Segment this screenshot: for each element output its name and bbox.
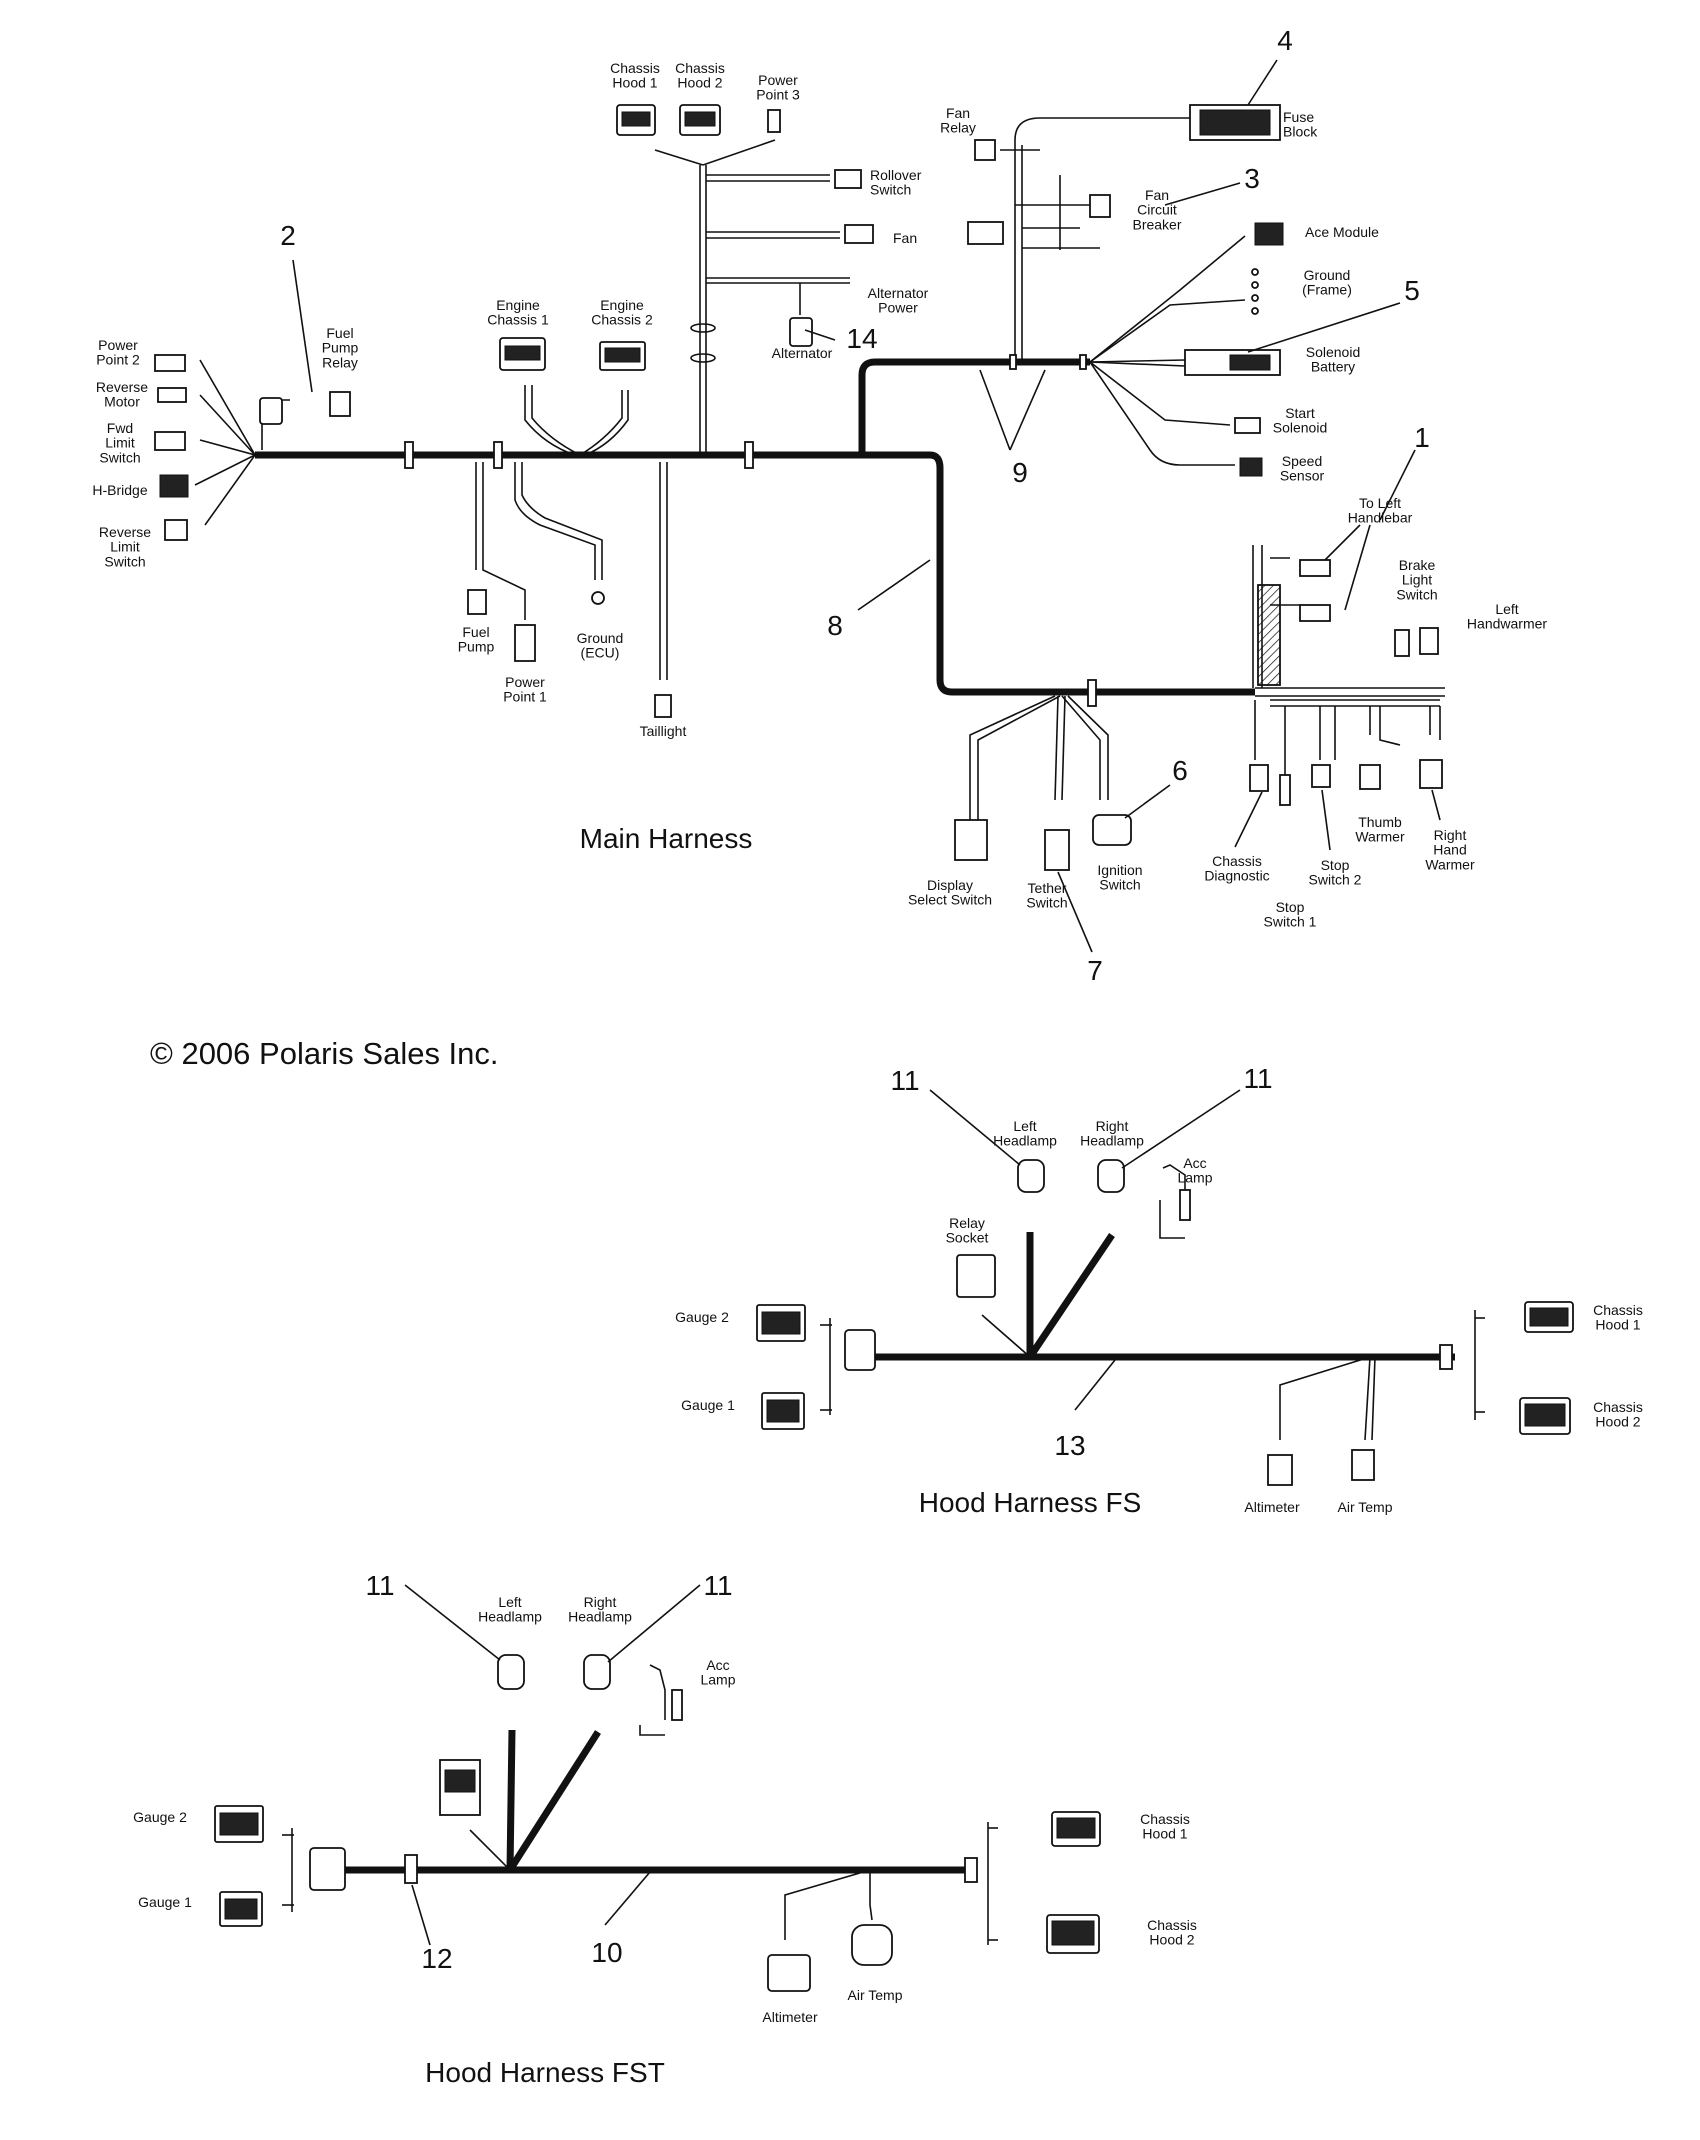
label-alternator: Alternator xyxy=(772,345,833,361)
callout-14: 14 xyxy=(846,323,877,354)
fst-callout-12: 12 xyxy=(421,1943,452,1974)
callout-7: 7 xyxy=(1087,955,1103,986)
label-ace-module: Ace Module xyxy=(1305,224,1379,240)
callout-9: 9 xyxy=(1012,457,1028,488)
hood-harness-fs xyxy=(756,1089,1574,1486)
callout-3: 3 xyxy=(1244,163,1260,194)
fst-callout-11-left: 11 xyxy=(365,1570,394,1601)
main-harness xyxy=(154,104,1445,871)
callout-4: 4 xyxy=(1277,25,1293,56)
callout-8: 8 xyxy=(827,610,843,641)
fst-callout-11-right: 11 xyxy=(703,1570,732,1601)
title-hood-harness-fs: Hood Harness FS xyxy=(919,1487,1142,1518)
fst-label-gauge-2: Gauge 2 xyxy=(133,1809,187,1825)
fs-callout-11-right: 11 xyxy=(1243,1063,1272,1094)
label-fan: Fan xyxy=(893,230,917,246)
label-h-bridge: H-Bridge xyxy=(92,482,147,498)
fst-callout-10: 10 xyxy=(591,1937,622,1968)
fst-label-gauge-1: Gauge 1 xyxy=(138,1894,192,1910)
callout-1: 1 xyxy=(1414,422,1430,453)
main-callouts: 2 4 3 5 14 9 1 8 6 7 xyxy=(280,25,1441,986)
title-hood-harness-fst: Hood Harness FST xyxy=(425,2057,665,2088)
fs-label-gauge-2: Gauge 2 xyxy=(675,1309,729,1325)
copyright: © 2006 Polaris Sales Inc. xyxy=(150,1036,499,1071)
callout-6: 6 xyxy=(1172,755,1188,786)
fs-label-air-temp: Air Temp xyxy=(1338,1499,1393,1515)
callout-2: 2 xyxy=(280,220,296,251)
title-main-harness: Main Harness xyxy=(580,823,753,854)
fs-callout-11-left: 11 xyxy=(890,1065,919,1096)
fst-label-altimeter: Altimeter xyxy=(762,2009,818,2025)
fst-label-air-temp: Air Temp xyxy=(848,1987,903,2003)
fs-callout-13: 13 xyxy=(1054,1430,1085,1461)
fs-label-altimeter: Altimeter xyxy=(1244,1499,1300,1515)
callout-5: 5 xyxy=(1404,275,1420,306)
fs-label-gauge-1: Gauge 1 xyxy=(681,1397,735,1413)
label-ground-frame: Ground(Frame) xyxy=(1302,267,1352,298)
label-taillight: Taillight xyxy=(640,723,687,739)
hood-harness-fst xyxy=(214,1584,1101,1992)
label-ground-ecu: Ground(ECU) xyxy=(577,630,624,661)
